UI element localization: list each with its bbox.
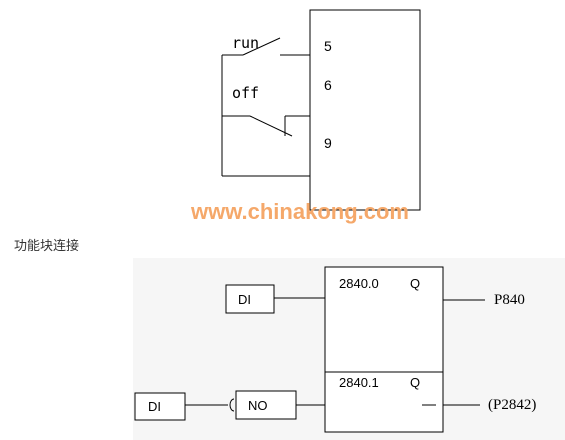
off-switch-blade <box>249 115 293 137</box>
terminal-5: 5 <box>324 38 332 54</box>
controller-box <box>309 9 421 211</box>
terminal-6: 6 <box>324 77 332 93</box>
output-p840: P840 <box>494 292 525 308</box>
terminal-9: 9 <box>324 135 332 151</box>
negation-circle-mark <box>229 398 235 412</box>
watermark: www.chinakong.com <box>190 199 409 224</box>
section-title: 功能块连接 <box>14 239 80 254</box>
off-label: off <box>232 84 259 102</box>
di-input-label-2: DI <box>148 399 161 414</box>
di-input-box-1 <box>225 284 275 314</box>
block2-label: 2840.1 <box>339 375 379 390</box>
block1-output-q: Q <box>410 276 420 291</box>
output-p2842: (P2842) <box>488 397 536 413</box>
no-block <box>235 390 297 420</box>
block1-label: 2840.0 <box>339 276 379 291</box>
run-label: run <box>232 34 259 52</box>
run-switch-blade <box>242 37 281 56</box>
di-input-label-1: DI <box>238 292 251 307</box>
di-input-box-2 <box>134 392 186 421</box>
block2-output-q: Q <box>410 375 420 390</box>
block-2840 <box>324 266 444 433</box>
no-block-label: NO <box>248 398 268 413</box>
